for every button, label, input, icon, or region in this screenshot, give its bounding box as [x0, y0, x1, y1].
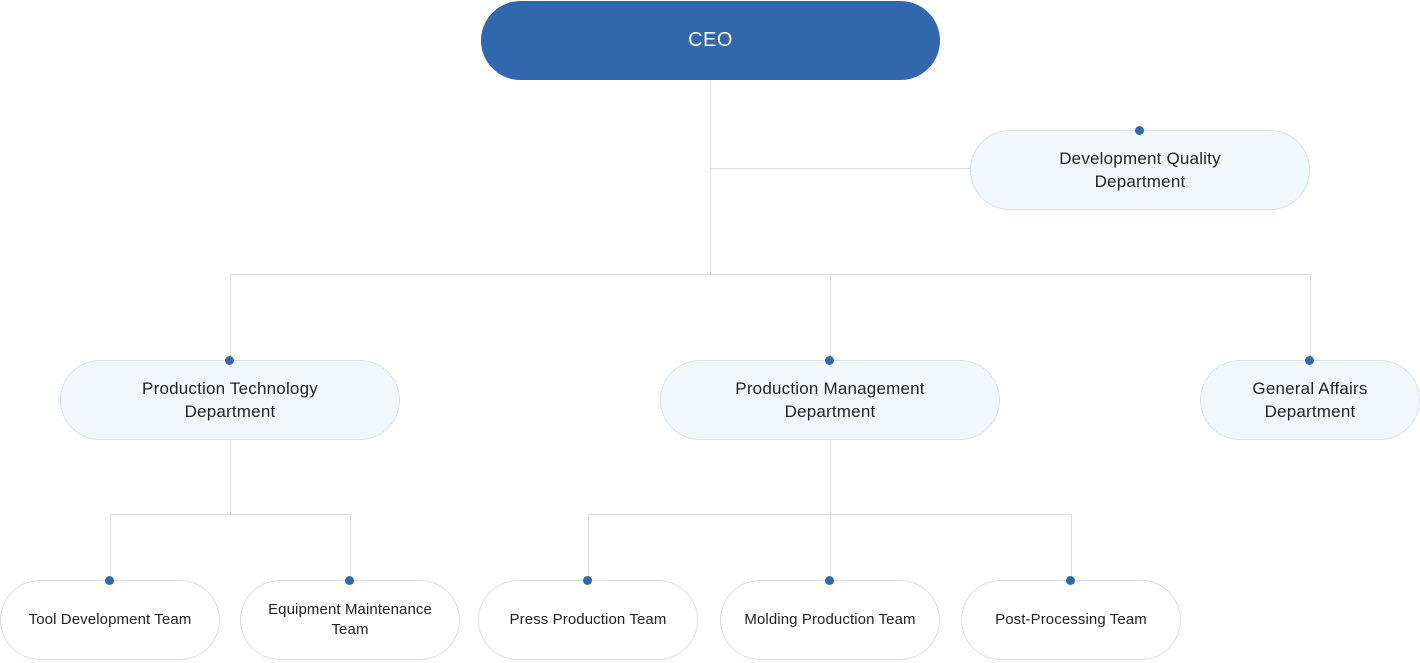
equipment-maintenance-dot	[345, 576, 354, 585]
connector-production-technology-bus	[110, 514, 351, 515]
connector-to-press-production	[588, 514, 589, 580]
post-processing-label: Post-Processing Team	[995, 611, 1147, 628]
ceo-label: CEO	[688, 29, 733, 51]
production-management-node: Production Management Department	[660, 360, 1000, 440]
development-quality-dot	[1135, 126, 1144, 135]
production-technology-label: Production Technology Department	[142, 379, 318, 421]
general-affairs-node: General Affairs Department	[1200, 360, 1420, 440]
connector-to-production-management	[830, 274, 831, 360]
post-processing-dot	[1066, 576, 1075, 585]
production-technology-node: Production Technology Department	[60, 360, 400, 440]
production-technology-dot	[225, 356, 234, 365]
connector-ceo-to-quality	[710, 168, 971, 169]
molding-production-node: Molding Production Team	[720, 580, 940, 660]
connector-production-management-trunk	[830, 440, 831, 580]
general-affairs-dot	[1305, 356, 1314, 365]
ceo-node: CEO	[481, 1, 940, 80]
tool-development-node: Tool Development Team	[0, 580, 220, 660]
production-management-dot	[825, 356, 834, 365]
connector-to-tool-development	[110, 514, 111, 580]
connector-ceo-trunk	[710, 80, 711, 274]
post-processing-node: Post-Processing Team	[961, 580, 1181, 660]
connector-dept-bus	[230, 274, 1311, 275]
connector-to-general-affairs	[1310, 274, 1311, 360]
development-quality-node: Development Quality Department	[970, 130, 1310, 210]
connector-to-production-technology	[230, 274, 231, 360]
production-management-label: Production Management Department	[735, 379, 925, 421]
connector-to-equipment-maintenance	[350, 514, 351, 580]
press-production-dot	[583, 576, 592, 585]
equipment-maintenance-label: Equipment Maintenance Team	[268, 601, 432, 638]
development-quality-label: Development Quality Department	[1059, 149, 1221, 191]
connector-production-management-bus	[588, 514, 1072, 515]
connector-production-technology-trunk	[230, 440, 231, 514]
tool-development-dot	[105, 576, 114, 585]
general-affairs-label: General Affairs Department	[1252, 379, 1368, 421]
connector-to-post-processing	[1071, 514, 1072, 580]
equipment-maintenance-node: Equipment Maintenance Team	[240, 580, 460, 660]
press-production-node: Press Production Team	[478, 580, 698, 660]
molding-production-dot	[825, 576, 834, 585]
tool-development-label: Tool Development Team	[28, 611, 192, 628]
press-production-label: Press Production Team	[509, 611, 667, 628]
molding-production-label: Molding Production Team	[744, 611, 916, 628]
